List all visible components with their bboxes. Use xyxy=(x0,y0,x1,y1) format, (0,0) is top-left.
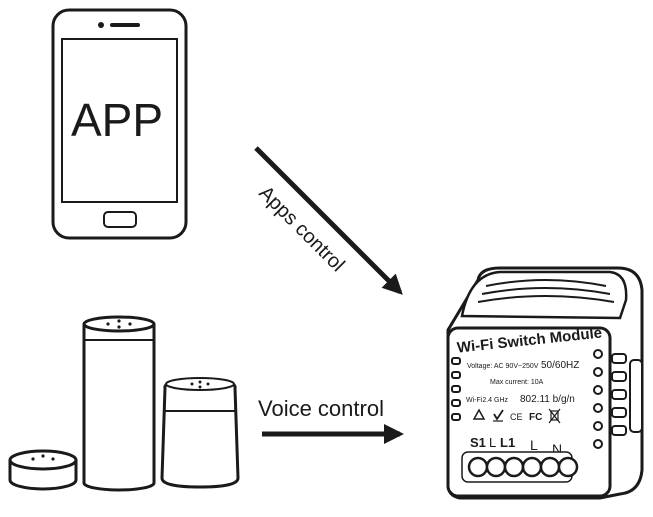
phone-speaker xyxy=(110,23,140,27)
warning-icon xyxy=(472,408,486,420)
certification-marks: CE FC xyxy=(472,408,561,424)
terminal-l-label: L xyxy=(530,437,538,453)
voice-control-label: Voice control xyxy=(258,396,384,421)
terminal-l1-label: L1 xyxy=(500,435,515,450)
home-speaker-icon xyxy=(160,377,240,489)
fc-mark: FC xyxy=(529,412,542,423)
apps-control-arrow xyxy=(254,146,403,295)
phone-camera-icon xyxy=(98,22,104,28)
terminal-s2-label: L xyxy=(489,435,496,450)
terminal-s1-label: S1 xyxy=(470,435,486,450)
check-mark-icon xyxy=(493,409,504,421)
module-frequency: 50/60HZ xyxy=(541,360,579,371)
smart-speakers-icon xyxy=(8,315,240,492)
puck-speaker-icon xyxy=(8,449,78,491)
module-wifi: Wi-Fi2.4 GHz xyxy=(466,397,509,404)
phone-home-button xyxy=(103,211,137,228)
terminal-n-label: N xyxy=(552,441,562,457)
smartphone-icon: APP xyxy=(51,8,188,240)
module-voltage: Voltage: AC 90V~250V xyxy=(467,363,539,370)
phone-screen-label: APP xyxy=(71,94,163,146)
module-vent-ribs xyxy=(477,279,615,303)
tall-speaker-icon xyxy=(82,315,156,492)
module-current: Max current: 10A xyxy=(490,379,544,386)
module-side-pins xyxy=(611,353,643,436)
wifi-switch-module: Wi-Fi Switch Module Voltage: AC 90V~250V… xyxy=(446,266,644,500)
screw-terminals xyxy=(461,451,579,483)
weee-bin-icon xyxy=(548,408,561,424)
module-protocol: 802.11 b/g/n xyxy=(520,394,575,405)
ce-mark: CE xyxy=(510,412,523,422)
